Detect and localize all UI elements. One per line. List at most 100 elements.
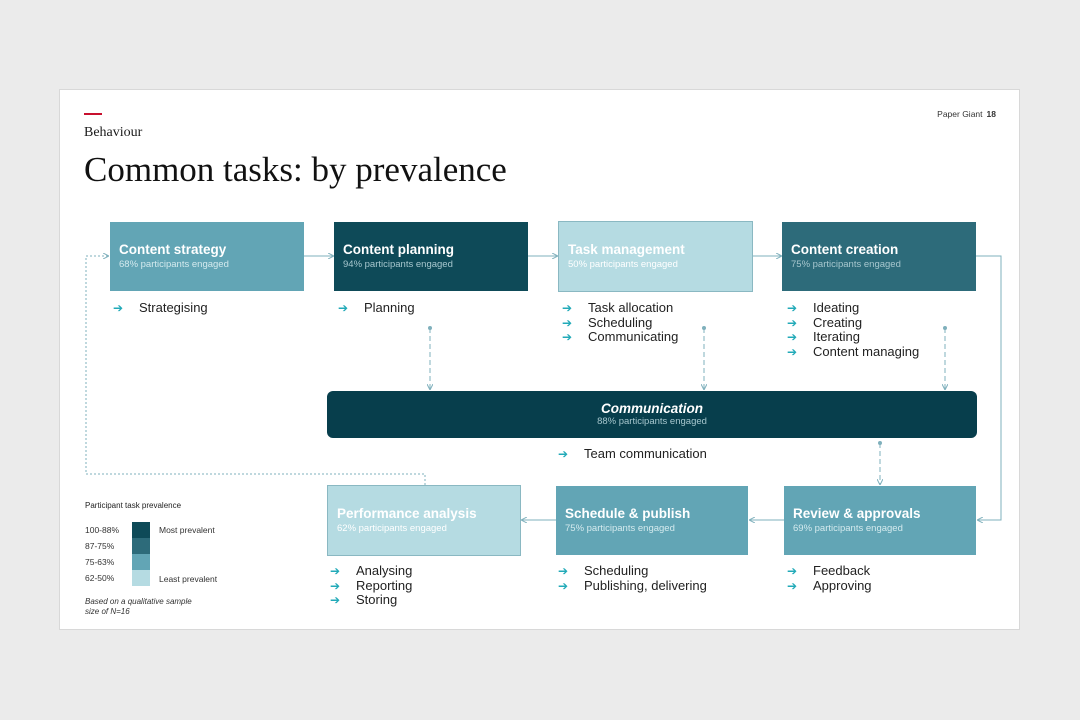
legend-swatch-tier-2 bbox=[132, 538, 150, 554]
task-item: ➔ Planning bbox=[338, 300, 415, 316]
task-label: Iterating bbox=[813, 329, 860, 344]
task-list-content-strategy: ➔ Strategising bbox=[113, 300, 208, 316]
legend-range: 87-75% bbox=[85, 541, 115, 551]
legend-least: Least prevalent bbox=[159, 574, 218, 584]
arrow-right-icon: ➔ bbox=[562, 315, 573, 330]
task-label: Ideating bbox=[813, 300, 860, 315]
brand-name: Paper Giant bbox=[937, 109, 983, 119]
arrow-right-icon: ➔ bbox=[787, 330, 798, 344]
stage-engaged: 75% participants engaged bbox=[791, 259, 901, 270]
arrow-right-icon: ➔ bbox=[558, 447, 569, 461]
stage-engaged: 68% participants engaged bbox=[119, 259, 229, 270]
task-label: Task allocation bbox=[588, 300, 674, 315]
task-item: ➔ Strategising bbox=[113, 300, 208, 316]
arrow-right-icon: ➔ bbox=[330, 578, 341, 593]
task-item: ➔ Feedback bbox=[787, 563, 872, 579]
arrow-right-icon: ➔ bbox=[558, 564, 569, 578]
task-list-performance-analysis: ➔Analysing ➔Reporting ➔Storing bbox=[330, 563, 413, 608]
task-list-review-approvals: ➔ Feedback ➔ Approving bbox=[787, 563, 872, 594]
arrow-right-icon: ➔ bbox=[338, 301, 349, 315]
task-label: Communicating bbox=[588, 329, 679, 344]
task-label: Strategising bbox=[139, 300, 208, 315]
task-label: Storing bbox=[356, 592, 398, 607]
task-label: Feedback bbox=[813, 563, 871, 578]
footnote: Based on a qualitative sample size of N=… bbox=[85, 597, 192, 616]
stage-title: Task management bbox=[568, 242, 685, 257]
legend-swatch-tier-1 bbox=[132, 522, 150, 538]
stage-engaged: 75% participants engaged bbox=[565, 523, 675, 534]
task-item: ➔ Scheduling bbox=[562, 314, 678, 331]
task-item: ➔ Scheduling bbox=[558, 563, 707, 579]
task-list-schedule-publish: ➔ Scheduling ➔ Publishing, delivering bbox=[558, 563, 707, 594]
arrow-right-icon: ➔ bbox=[330, 564, 341, 578]
accent-bar bbox=[84, 113, 102, 115]
legend-most: Most prevalent bbox=[159, 525, 215, 535]
arrow-right-icon: ➔ bbox=[787, 301, 798, 315]
arrow-right-icon: ➔ bbox=[787, 344, 798, 359]
stage-title: Content planning bbox=[343, 242, 454, 257]
task-label: Approving bbox=[813, 577, 872, 593]
stage-title: Review & approvals bbox=[793, 506, 921, 521]
task-item: ➔ Publishing, delivering bbox=[558, 577, 707, 594]
legend-range: 100-88% bbox=[85, 525, 120, 535]
task-item: ➔ Iterating bbox=[787, 329, 919, 345]
task-label: Scheduling bbox=[588, 314, 653, 330]
task-label: Content managing bbox=[813, 343, 920, 359]
arrow-right-icon: ➔ bbox=[558, 578, 569, 593]
stage-engaged: 94% participants engaged bbox=[343, 259, 453, 270]
communication-title: Communication bbox=[600, 401, 703, 416]
stage-title: Performance analysis bbox=[337, 506, 477, 521]
stage-engaged: 62% participants engaged bbox=[337, 523, 447, 534]
communication-hub: Communication 88% participants engaged bbox=[327, 391, 977, 438]
arrow-right-icon: ➔ bbox=[562, 301, 573, 315]
stage-title: Schedule & publish bbox=[565, 506, 691, 521]
stage-content-strategy: Content strategy 68% participants engage… bbox=[110, 222, 304, 291]
stage-engaged: 50% participants engaged bbox=[568, 259, 678, 270]
task-label: Team communication bbox=[584, 446, 707, 461]
arrow-right-icon: ➔ bbox=[113, 301, 124, 315]
stage-engaged: 69% participants engaged bbox=[793, 523, 903, 534]
stage-review-approvals: Review & approvals 69% participants enga… bbox=[784, 486, 976, 555]
section-label: Behaviour bbox=[84, 125, 143, 140]
task-item: ➔ Communicating bbox=[562, 329, 679, 345]
stage-task-management: Task management 50% participants engaged bbox=[558, 221, 753, 292]
communication-engaged: 88% participants engaged bbox=[597, 416, 707, 427]
stage-title: Content strategy bbox=[119, 242, 227, 257]
legend-range: 62-50% bbox=[85, 573, 115, 583]
task-label: Reporting bbox=[356, 577, 413, 593]
page-number: 18 bbox=[986, 109, 996, 119]
legend-swatch-tier-4 bbox=[132, 570, 150, 586]
stage-schedule-publish: Schedule & publish 75% participants enga… bbox=[556, 486, 748, 555]
arrow-right-icon: ➔ bbox=[787, 578, 798, 593]
task-label: Planning bbox=[364, 300, 415, 315]
stage-performance-analysis: Performance analysis 62% participants en… bbox=[327, 485, 521, 556]
page-title: Common tasks: by prevalence bbox=[84, 150, 507, 189]
task-item: ➔ Reporting bbox=[330, 577, 413, 594]
task-item: ➔ Approving bbox=[787, 577, 872, 594]
task-label: Creating bbox=[813, 314, 863, 330]
legend-swatch-tier-3 bbox=[132, 554, 150, 570]
arrow-right-icon: ➔ bbox=[787, 315, 798, 330]
arrow-right-icon: ➔ bbox=[562, 330, 573, 344]
task-list-content-creation: ➔ Ideating ➔ Creating ➔ Iterating ➔ Content … bbox=[787, 300, 920, 360]
stage-content-creation: Content creation 75% participants engage… bbox=[782, 222, 976, 291]
task-label: Publishing, delivering bbox=[584, 577, 707, 593]
legend-title: Participant task prevalence bbox=[85, 501, 182, 510]
task-item: ➔ Creating bbox=[787, 314, 919, 331]
task-item: ➔Analysing bbox=[330, 563, 412, 579]
task-label: Scheduling bbox=[584, 563, 649, 578]
connector-creation-review bbox=[976, 255, 1002, 520]
legend-range: 75-63% bbox=[85, 557, 115, 567]
task-item: ➔Storing bbox=[330, 592, 412, 608]
arrow-right-icon: ➔ bbox=[787, 564, 798, 578]
connector-analysis-loop bbox=[85, 256, 426, 485]
task-item: ➔ Content managing bbox=[787, 343, 920, 360]
task-item: ➔ Team communication bbox=[558, 446, 707, 462]
task-item: ➔ Task allocation bbox=[562, 300, 678, 316]
task-list-task-management: ➔ Task allocation ➔ Scheduling ➔ Communicat… bbox=[562, 300, 679, 345]
stage-content-planning: Content planning 94% participants engage… bbox=[334, 222, 528, 291]
task-list-content-planning: ➔ Planning bbox=[338, 300, 415, 316]
stage-title: Content creation bbox=[791, 242, 899, 257]
